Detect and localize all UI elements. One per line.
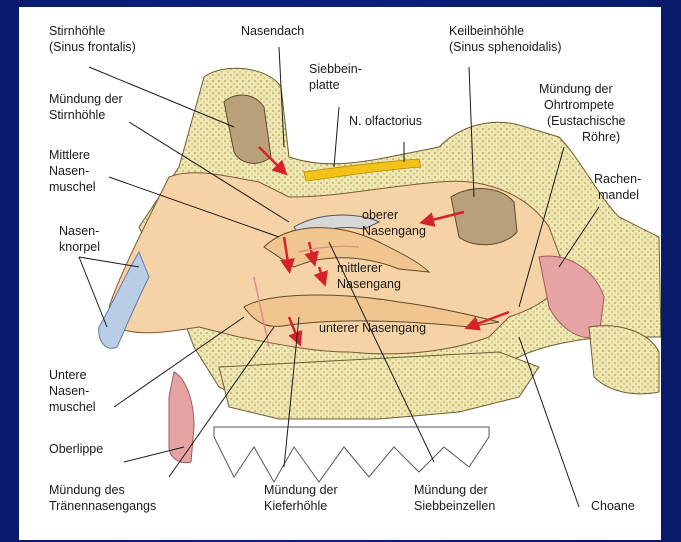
label-unterer: unterer Nasengang xyxy=(319,321,426,335)
label-nasendach: Nasendach xyxy=(241,24,304,38)
label-siebzellen-2: Siebbeinzellen xyxy=(414,499,495,513)
label-oberlippe: Oberlippe xyxy=(49,442,103,456)
label-knorpel-1: Nasen- xyxy=(59,224,99,238)
label-mittlere-3: muschel xyxy=(49,180,96,194)
label-untere-3: muschel xyxy=(49,400,96,414)
label-rachen-1: Rachen- xyxy=(594,172,641,186)
label-olfactorius: N. olfactorius xyxy=(349,114,422,128)
label-ohrtrompete-2: Ohrtrompete xyxy=(544,98,614,112)
label-oberer-1: oberer xyxy=(362,208,398,222)
sphenoid-sinus xyxy=(451,189,517,245)
label-ohrtrompete-3: (Eustachische xyxy=(547,114,626,128)
label-traenen-1: Mündung des xyxy=(49,483,125,497)
label-mittlere-1: Mittlere xyxy=(49,148,90,162)
teeth xyxy=(214,427,489,482)
label-mittlerer-2: Nasengang xyxy=(337,277,401,291)
label-ohrtrompete-4: Röhre) xyxy=(582,130,620,144)
label-oberer-2: Nasengang xyxy=(362,224,426,238)
label-traenen-2: Tränennasengangs xyxy=(49,499,156,513)
label-muend-stirn-2: Stirnhöhle xyxy=(49,108,105,122)
label-kiefer-1: Mündung der xyxy=(264,483,338,497)
label-keilbein-2: (Sinus sphenoidalis) xyxy=(449,40,562,54)
label-mittlerer-1: mittlerer xyxy=(337,261,382,275)
upper-lip xyxy=(169,372,194,463)
label-keilbein-1: Keilbeinhöhle xyxy=(449,24,524,38)
diagram-panel: Stirnhöhle (Sinus frontalis) Nasendach K… xyxy=(19,7,661,540)
label-siebbein-1: Siebbein- xyxy=(309,62,362,76)
label-choane: Choane xyxy=(591,499,635,513)
label-mittlere-2: Nasen- xyxy=(49,164,89,178)
label-untere-2: Nasen- xyxy=(49,384,89,398)
label-stirnhoehle-2: (Sinus frontalis) xyxy=(49,40,136,54)
label-stirnhoehle-1: Stirnhöhle xyxy=(49,24,105,38)
label-kiefer-2: Kieferhöhle xyxy=(264,499,327,513)
label-ohrtrompete-1: Mündung der xyxy=(539,82,613,96)
label-rachen-2: mandel xyxy=(598,188,639,202)
label-untere-1: Untere xyxy=(49,368,87,382)
label-siebbein-2: platte xyxy=(309,78,340,92)
nasal-cavity-diagram: Stirnhöhle (Sinus frontalis) Nasendach K… xyxy=(19,7,661,540)
label-knorpel-2: knorpel xyxy=(59,240,100,254)
label-siebzellen-1: Mündung der xyxy=(414,483,488,497)
label-muend-stirn-1: Mündung der xyxy=(49,92,123,106)
